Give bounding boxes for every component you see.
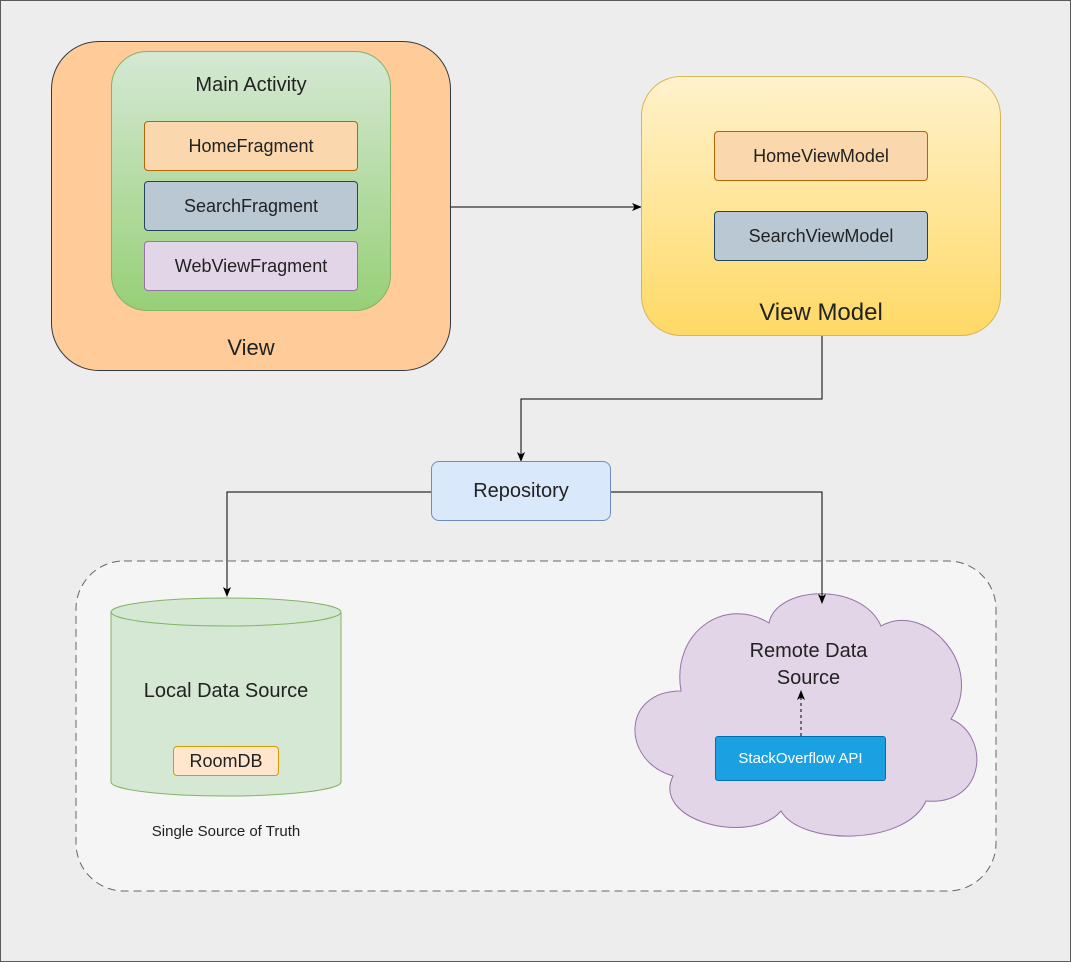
stackoverflow-api-box[interactable]: StackOverflow API bbox=[715, 736, 886, 781]
repository-to-local-arrow bbox=[223, 491, 431, 597]
remote-data-source-title: Remote Data Source bbox=[749, 640, 868, 689]
single-source-caption: Single Source of Truth bbox=[151, 822, 301, 840]
main-activity-title: Main Activity bbox=[195, 73, 307, 96]
webview-fragment-box[interactable]: WebViewFragment bbox=[144, 241, 358, 291]
view-model-title: View Model bbox=[759, 299, 883, 326]
search-viewmodel-box[interactable]: SearchViewModel bbox=[714, 211, 928, 261]
view-title: View bbox=[227, 335, 275, 360]
local-data-source-cylinder bbox=[110, 597, 342, 797]
repository-box[interactable]: Repository bbox=[431, 461, 611, 521]
home-fragment-box[interactable]: HomeFragment bbox=[144, 121, 358, 171]
viewmodel-to-repository-arrow bbox=[517, 336, 823, 462]
roomdb-box[interactable]: RoomDB bbox=[173, 746, 279, 776]
home-viewmodel-box[interactable]: HomeViewModel bbox=[714, 131, 928, 181]
local-data-source-title: Local Data Source bbox=[143, 679, 309, 702]
view-model-container bbox=[641, 76, 1001, 336]
repository-to-remote-arrow bbox=[611, 491, 826, 604]
search-fragment-box[interactable]: SearchFragment bbox=[144, 181, 358, 231]
